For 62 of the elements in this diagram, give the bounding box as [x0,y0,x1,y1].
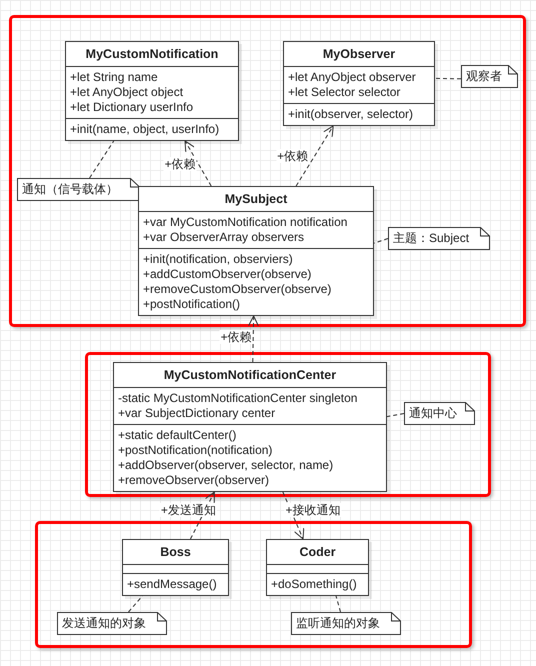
note-connector [434,78,462,80]
note-connector [386,413,404,418]
note-text: 监听通知的对象 [296,616,380,630]
class-box [122,539,229,596]
note-text: 通知（信号载体） [22,182,118,196]
edge-label: +依赖 [220,330,253,344]
attribute-text: +let Selector selector [288,85,402,100]
attribute-text: +let AnyObject object [70,85,184,100]
class-name: Boss [159,544,192,561]
class-name: MySubject [224,191,288,208]
group-frame [9,15,526,327]
note-box [404,402,475,425]
note-box [17,178,140,201]
method-text: +postNotification(notification) [118,443,274,458]
attribute-text: +let AnyObject observer [288,70,417,85]
note-connector [374,238,388,244]
method-text: +addCustomObserver(observe) [143,267,312,282]
attribute-text: +var SubjectDictionary center [118,406,276,421]
method-text: +doSomething() [271,577,358,592]
method-text: +sendMessage() [127,577,218,592]
note-connector [336,596,341,612]
method-text: +postNotification() [143,297,242,312]
method-text: +static defaultCenter() [118,428,238,443]
attribute-text: -static MyCustomNotificationCenter singleton [118,391,358,406]
class-box [65,41,239,141]
note-text: 通知中心 [409,406,457,420]
class-name: MyCustomNotificationCenter [162,367,338,384]
note-box [291,612,401,635]
class-box [138,186,374,316]
class-name: MyObserver [322,46,396,63]
note-box [57,612,167,635]
note-connector [128,596,143,612]
edge-label: +依赖 [276,149,310,163]
method-text: +init(observer, selector) [288,107,414,122]
edge-label: +接收通知 [284,502,342,516]
note-box [461,65,518,88]
dependency-arrow [248,316,259,362]
dependency-arrow [184,140,212,186]
method-text: +init(name, object, userInfo) [70,122,220,137]
class-box [113,362,387,492]
edge-label: +依赖 [164,156,197,170]
class-name: MyCustomNotification [84,46,220,63]
note-text: 发送通知的对象 [62,616,146,630]
note-connector [89,140,114,178]
edge-label: +发送通知 [160,502,217,516]
note-box [388,227,490,250]
class-name: Coder [298,544,337,561]
method-text: +removeCustomObserver(observe) [143,282,332,297]
attribute-text: +var ObserverArray observers [143,230,306,245]
group-frame [85,352,491,497]
attribute-text: +var MyCustomNotification notification [143,215,348,230]
class-box [283,41,435,126]
method-text: +init(notification, observiers) [143,252,294,267]
method-text: +addObserver(observer, selector, name) [118,458,334,473]
note-text: 观察者 [466,69,502,83]
class-box [266,539,369,596]
attribute-text: +let String name [70,70,159,85]
method-text: +removeObserver(observer) [118,473,270,488]
note-text: 主题：Subject [393,231,470,245]
dependency-arrow [296,126,334,186]
attribute-text: +let Dictionary userInfo [70,100,194,115]
group-frame [35,521,472,648]
